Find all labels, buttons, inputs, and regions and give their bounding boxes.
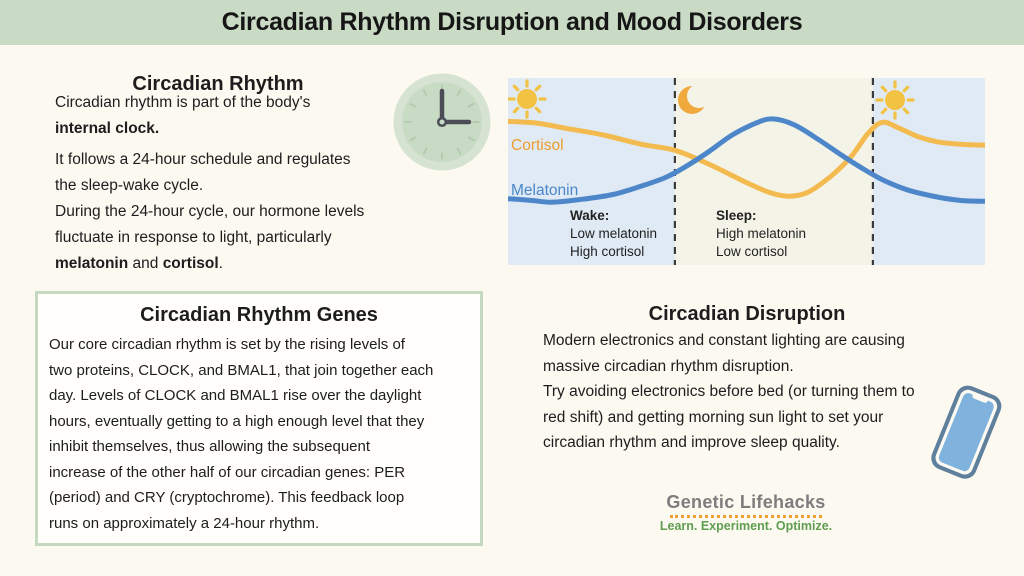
clock-icon xyxy=(393,73,491,171)
hormone-cycle-chart: Cortisol Melatonin Wake: Low melatonin H… xyxy=(505,78,988,265)
intro-p1-bold: internal clock. xyxy=(55,120,160,137)
moon-icon xyxy=(678,84,711,114)
page-title: Circadian Rhythm Disruption and Mood Dis… xyxy=(221,8,803,36)
sleep-annotation-line1: High melatonin xyxy=(716,226,806,241)
section-heading-circadian-rhythm: Circadian Rhythm xyxy=(132,73,304,95)
wake-annotation-title: Wake: xyxy=(570,208,609,223)
disruption-paragraph-2: Try avoiding electronics before bed (or … xyxy=(543,383,915,451)
sun-icon xyxy=(875,80,915,120)
circadian-rhythm-text: Circadian rhythm is part of the body's i… xyxy=(55,90,407,277)
disruption-paragraph-1: Modern electronics and constant lighting… xyxy=(543,332,905,375)
logo-tagline: Learn. Experiment. Optimize. xyxy=(659,519,833,533)
logo-name: Genetic Lifehacks xyxy=(666,492,826,512)
section-heading-genes: Circadian Rhythm Genes xyxy=(140,304,378,326)
sleep-annotation-title: Sleep: xyxy=(716,208,757,223)
genetic-lifehacks-logo: Genetic Lifehacks Learn. Experiment. Opt… xyxy=(646,492,846,533)
sun-icon xyxy=(507,79,547,119)
wake-annotation-line2: High cortisol xyxy=(570,244,644,259)
genes-body-text: Our core circadian rhythm is set by the … xyxy=(49,336,434,532)
intro-paragraph-1: Circadian rhythm is part of the body's i… xyxy=(55,90,407,142)
wake-annotation-line1: Low melatonin xyxy=(570,226,657,241)
intro-p1-text: Circadian rhythm is part of the body's xyxy=(55,94,311,111)
title-bar: Circadian Rhythm Disruption and Mood Dis… xyxy=(0,0,1024,45)
circadian-rhythm-genes-box: Circadian Rhythm Genes Our core circadia… xyxy=(35,291,483,546)
smartphone-icon xyxy=(916,376,1016,490)
logo-dotted-divider xyxy=(670,515,822,518)
sleep-annotation-line2: Low cortisol xyxy=(716,244,787,259)
section-heading-disruption: Circadian Disruption xyxy=(648,303,846,325)
melatonin-label: Melatonin xyxy=(511,182,578,199)
cortisol-label: Cortisol xyxy=(511,137,564,154)
intro-paragraph-2: It follows a 24-hour schedule and regula… xyxy=(55,151,351,194)
cortisol-curve xyxy=(505,118,988,199)
disruption-text: Modern electronics and constant lighting… xyxy=(543,328,973,456)
melatonin-curve xyxy=(505,116,988,205)
intro-paragraph-3: During the 24-hour cycle, our hormone le… xyxy=(55,203,365,272)
